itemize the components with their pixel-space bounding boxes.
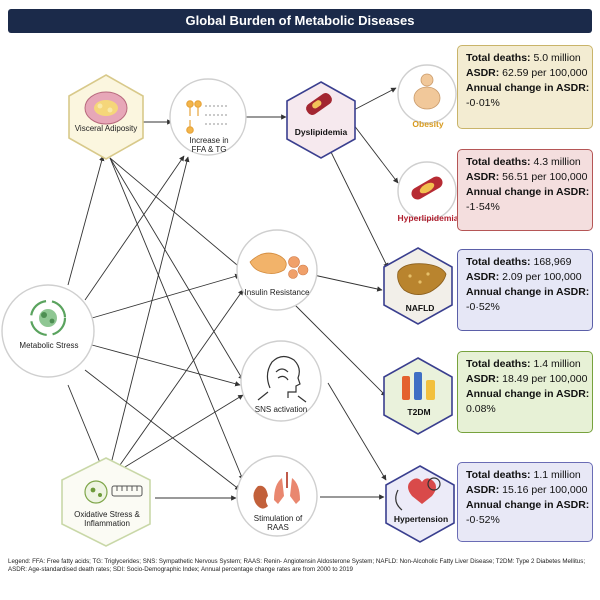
insulin-resistance-label: Insulin Resistance bbox=[244, 288, 310, 297]
kidney-lungs-icon bbox=[253, 472, 300, 509]
pancreas-cells-icon bbox=[249, 252, 309, 279]
nafld-stats-box: Total deaths: 168,969 ASDR: 2.09 per 100… bbox=[457, 249, 593, 331]
page-title: Global Burden of Metabolic Diseases bbox=[8, 9, 592, 33]
asdr-label: ASDR: bbox=[466, 373, 500, 385]
asdr-value: 18.49 per 100,000 bbox=[502, 373, 588, 385]
obesity-stats-box: Total deaths: 5.0 million ASDR: 62.59 pe… bbox=[457, 45, 593, 129]
t2dm-label: T2DM bbox=[407, 407, 431, 417]
change-value: -0·01% bbox=[466, 97, 500, 109]
ffa-tg-label: Increase in FFA & TG bbox=[189, 136, 229, 155]
change-value: -0·52% bbox=[466, 301, 500, 313]
ffa-tg-circle bbox=[169, 78, 247, 156]
change-value: -0·52% bbox=[466, 514, 500, 526]
deaths-value: 1.1 million bbox=[533, 469, 581, 481]
sns-activation-label: SNS activation bbox=[254, 405, 308, 414]
visceral-adiposity-label: Visceral Adiposity bbox=[74, 124, 138, 133]
hyperlipidemia-stats-box: Total deaths: 4.3 million ASDR: 56.51 pe… bbox=[457, 149, 593, 231]
asdr-value: 62.59 per 100,000 bbox=[502, 67, 588, 79]
metabolic-stress-circle bbox=[1, 284, 95, 378]
heart-monitor-icon bbox=[395, 477, 441, 511]
asdr-value: 56.51 per 100,000 bbox=[502, 171, 588, 183]
change-label: Annual change in ASDR: bbox=[466, 388, 590, 400]
hypertension-stats-box: Total deaths: 1.1 million ASDR: 15.16 pe… bbox=[457, 462, 593, 542]
liver-icon bbox=[397, 263, 447, 295]
raas-label: Stimulation of RAAS bbox=[253, 514, 303, 533]
hyperlipidemia-label: Hyperlipidemia bbox=[397, 213, 459, 223]
deaths-label: Total deaths: bbox=[466, 469, 531, 481]
asdr-label: ASDR: bbox=[466, 484, 500, 496]
asdr-label: ASDR: bbox=[466, 67, 500, 79]
deaths-value: 5.0 million bbox=[533, 52, 581, 64]
hypertension-label: Hypertension bbox=[393, 514, 449, 524]
hexagon-shapes bbox=[61, 74, 455, 547]
t2dm-stats-box: Total deaths: 1.4 million ASDR: 18.49 pe… bbox=[457, 351, 593, 433]
deaths-label: Total deaths: bbox=[466, 52, 531, 64]
asdr-value: 15.16 per 100,000 bbox=[502, 484, 588, 496]
change-label: Annual change in ASDR: bbox=[466, 286, 590, 298]
metabolic-stress-label: Metabolic Stress bbox=[19, 341, 79, 350]
asdr-label: ASDR: bbox=[466, 171, 500, 183]
legend-text: Legend: FFA: Free fatty acids; TG: Trigl… bbox=[8, 558, 586, 573]
dyslipidemia-hexagon bbox=[286, 81, 356, 159]
deaths-value: 4.3 million bbox=[533, 156, 581, 168]
deaths-label: Total deaths: bbox=[466, 156, 531, 168]
artery-plaque-icon bbox=[306, 93, 332, 115]
change-value: 0.08% bbox=[466, 403, 496, 415]
deaths-value: 168,969 bbox=[533, 256, 572, 268]
cell-cycle-icon bbox=[29, 299, 67, 337]
nafld-label: NAFLD bbox=[405, 303, 435, 313]
insulin-pen-icon bbox=[402, 372, 435, 400]
asdr-label: ASDR: bbox=[466, 271, 500, 283]
deaths-label: Total deaths: bbox=[466, 256, 531, 268]
fat-tissue-icon bbox=[84, 91, 128, 125]
asdr-value: 2.09 per 100,000 bbox=[502, 271, 582, 283]
dyslipidemia-label: Dyslipidemia bbox=[294, 127, 348, 137]
obesity-label: Obesity bbox=[412, 119, 444, 129]
change-label: Annual change in ASDR: bbox=[466, 499, 590, 511]
clogged-artery-icon bbox=[411, 176, 443, 200]
change-label: Annual change in ASDR: bbox=[466, 82, 590, 94]
lipid-membrane-icon bbox=[186, 100, 228, 134]
circle-shapes bbox=[1, 64, 457, 537]
oxidative-stress-label: Oxidative Stress & Inflammation bbox=[74, 510, 140, 529]
hypertension-hexagon bbox=[385, 465, 455, 543]
deaths-label: Total deaths: bbox=[466, 358, 531, 370]
deaths-value: 1.4 million bbox=[533, 358, 581, 370]
inflammation-petri-icon bbox=[84, 480, 143, 504]
change-value: -1·54% bbox=[466, 201, 500, 213]
human-head-nerves-icon bbox=[257, 355, 307, 403]
change-label: Annual change in ASDR: bbox=[466, 186, 590, 198]
oxidative-stress-hexagon bbox=[61, 457, 151, 547]
obese-person-icon bbox=[413, 73, 441, 110]
sns-circle bbox=[240, 340, 322, 422]
